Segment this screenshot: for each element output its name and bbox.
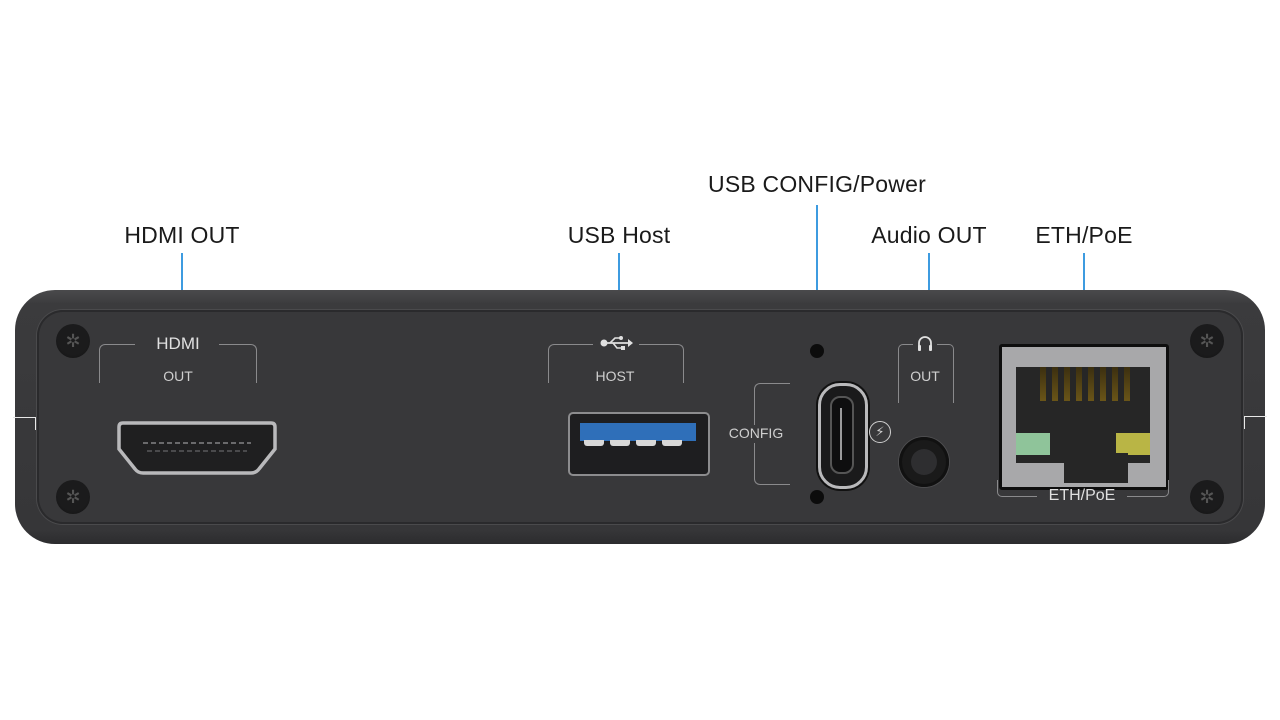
config-label: CONFIG [728,425,784,441]
hdmi-port-sub: OUT [163,368,193,384]
device-rear-panel: ✲ ✲ ✲ ✲ HDMI OUT HOST [13,290,1267,544]
usb-config-power-port[interactable] [818,383,868,489]
eth-poe-port[interactable] [999,344,1169,490]
screw-icon: ✲ [56,480,90,514]
audio-out-jack[interactable] [899,437,949,487]
power-bolt-icon: ⚡ [869,421,891,443]
audio-port-sub: OUT [910,368,940,384]
indicator-hole-bottom [810,490,824,504]
side-marker-left [13,417,36,430]
eth-link-led [1016,433,1050,455]
usb-host-port-sub: HOST [595,368,635,384]
eth-poe-label: ETH/PoE [1048,487,1116,504]
hdmi-port[interactable] [117,419,277,477]
leader-line-usb-config [816,205,818,349]
usb-icon [600,336,633,350]
screw-icon: ✲ [56,324,90,358]
usb-host-port[interactable] [568,412,710,476]
side-marker-right [1244,416,1267,429]
screw-icon: ✲ [1190,480,1224,514]
indicator-hole-top [810,344,824,358]
callout-usb-host: USB Host [567,222,671,248]
callout-hdmi-out: HDMI OUT [124,222,240,248]
headphones-icon [918,336,932,351]
callout-audio-out: Audio OUT [871,222,987,248]
eth-activity-led [1116,433,1150,455]
leader-line-usb-host [618,253,620,321]
screw-icon: ✲ [1190,324,1224,358]
hdmi-port-title: HDMI [156,334,200,353]
port-faceplate: ✲ ✲ ✲ ✲ HDMI OUT HOST [37,310,1243,524]
callout-eth-poe: ETH/PoE [1035,222,1133,248]
callout-usb-config-power: USB CONFIG/Power [708,171,926,197]
